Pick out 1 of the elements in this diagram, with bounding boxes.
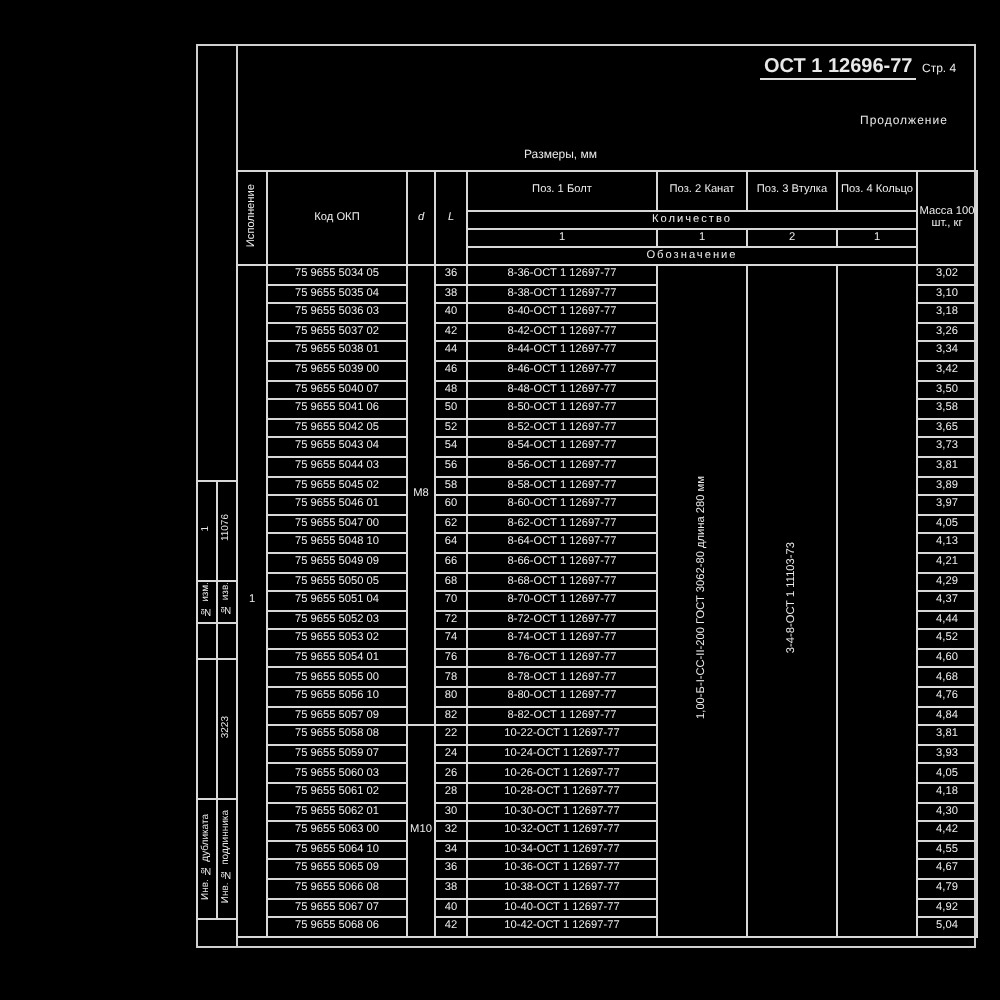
document-number: ОСТ 1 12696-77 <box>760 56 917 80</box>
